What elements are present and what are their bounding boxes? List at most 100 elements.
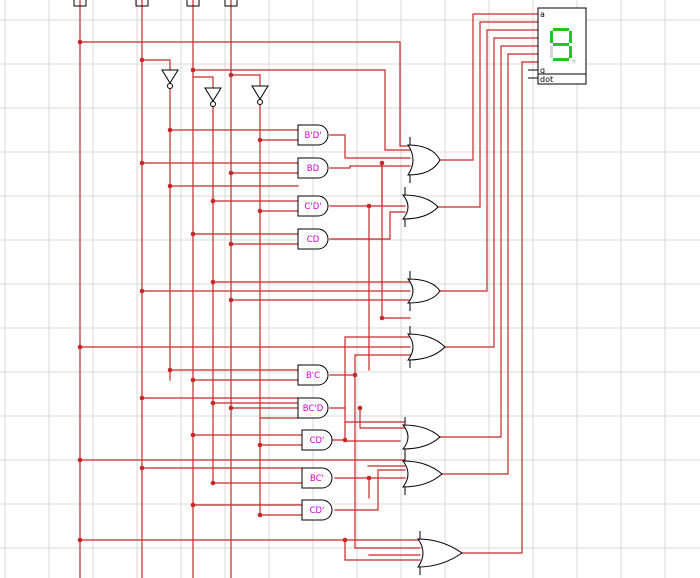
and-gate[interactable]: C'D' bbox=[297, 195, 329, 217]
and-gate-label: CD bbox=[307, 235, 320, 245]
wire-or5 bbox=[329, 407, 406, 442]
wire-and4-in bbox=[192, 233, 299, 245]
wire-junction bbox=[257, 137, 263, 143]
wire-or7 bbox=[79, 539, 421, 561]
wire-junction bbox=[228, 72, 234, 78]
wire-junction bbox=[342, 537, 348, 543]
input-pin-b-stub[interactable] bbox=[135, 0, 149, 7]
and-gate[interactable]: BC' bbox=[301, 467, 333, 489]
input-pin-d-stub[interactable] bbox=[224, 0, 238, 7]
or-gate-1[interactable] bbox=[407, 137, 441, 183]
segment-c bbox=[569, 46, 572, 58]
and-gate[interactable]: BD bbox=[297, 157, 329, 179]
wire-junction bbox=[167, 367, 173, 373]
and-gate[interactable]: CD' bbox=[301, 429, 333, 451]
and-gate-label: BD bbox=[307, 164, 320, 174]
segment-e bbox=[550, 46, 553, 58]
or-gate-6[interactable] bbox=[401, 453, 443, 495]
wire-and2-in bbox=[141, 162, 299, 174]
wire-out-b bbox=[437, 21, 539, 208]
wire-junction bbox=[228, 405, 234, 411]
inverted-bus-b[interactable] bbox=[141, 59, 171, 381]
segment-a bbox=[553, 28, 569, 31]
wire-junction bbox=[139, 57, 145, 63]
wire-junction bbox=[190, 231, 196, 237]
wire-and9-in bbox=[192, 504, 303, 516]
wire-or1 bbox=[79, 41, 411, 371]
wire-junction bbox=[210, 480, 216, 486]
wire-junction bbox=[357, 405, 363, 411]
not-gate-d[interactable] bbox=[251, 85, 269, 105]
and-gate-label: C'D' bbox=[304, 202, 321, 212]
segment-b bbox=[569, 31, 572, 43]
wire-or3 bbox=[141, 281, 411, 301]
wire-junction bbox=[257, 442, 263, 448]
segment-g bbox=[553, 43, 569, 46]
and-gate-label: CD' bbox=[310, 506, 325, 516]
segment-d bbox=[553, 58, 569, 61]
wire-out-e bbox=[439, 45, 539, 438]
wire-and3-in bbox=[169, 185, 299, 212]
wire-junction bbox=[342, 437, 348, 443]
wire-out-c bbox=[439, 29, 539, 292]
display-pin-a-label: a bbox=[540, 10, 545, 19]
not-gate-c[interactable] bbox=[204, 87, 222, 107]
and-gate[interactable]: CD' bbox=[301, 499, 333, 521]
and-gate[interactable]: B'C bbox=[297, 364, 329, 386]
wire-or4 bbox=[79, 317, 411, 549]
wire-and8-in bbox=[141, 467, 303, 484]
and-gate-label: BC' bbox=[310, 474, 324, 484]
wire-out-d bbox=[444, 37, 539, 348]
wire-junction bbox=[210, 279, 216, 285]
or-gate-5[interactable] bbox=[401, 417, 441, 457]
wire-and1-in bbox=[169, 129, 299, 141]
inverted-bus-c[interactable] bbox=[192, 76, 214, 484]
or-gate-3[interactable] bbox=[406, 271, 441, 311]
wire-junction bbox=[190, 502, 196, 508]
wire-junction bbox=[139, 160, 145, 166]
wire-and6-in bbox=[141, 397, 299, 419]
wire-junction bbox=[77, 537, 83, 543]
and-gate[interactable]: CD bbox=[297, 228, 329, 250]
input-pin-c-stub[interactable] bbox=[186, 0, 200, 7]
wire-layer bbox=[79, 0, 539, 578]
wire-junction bbox=[190, 432, 196, 438]
wire-out-f bbox=[441, 53, 539, 475]
wire-junction bbox=[77, 39, 83, 45]
input-pin-a-stub[interactable] bbox=[73, 0, 87, 7]
wire-and7-in bbox=[192, 434, 303, 446]
wire-and5-in bbox=[169, 369, 299, 381]
wire-junction bbox=[190, 67, 196, 73]
display-pin-dot-label: dot bbox=[540, 75, 553, 84]
wire-junction bbox=[210, 400, 216, 406]
wire-junction bbox=[167, 183, 173, 189]
and-gate-label: CD' bbox=[310, 436, 325, 446]
and-gate-label: BC'D bbox=[303, 404, 324, 414]
wire-junction bbox=[77, 344, 83, 350]
wire-out-g bbox=[461, 61, 539, 554]
not-gate-b[interactable] bbox=[161, 69, 179, 89]
and-gate-label: B'D' bbox=[304, 131, 321, 141]
wire-out-a bbox=[439, 13, 539, 161]
wire-junction bbox=[379, 315, 385, 321]
wire-or2 bbox=[329, 162, 406, 240]
wire-junction bbox=[139, 395, 145, 401]
or-gate-7[interactable] bbox=[417, 531, 463, 575]
inverted-bus-d[interactable] bbox=[230, 74, 261, 516]
gate-layer: B'D' BD C'D' CD B'C BC'D CD' BC' CD' bbox=[73, 0, 463, 575]
wire-junction bbox=[228, 170, 234, 176]
wire-junction bbox=[352, 372, 358, 378]
wire-junction bbox=[190, 377, 196, 383]
and-gate[interactable]: B'D' bbox=[297, 124, 329, 146]
and-gate[interactable]: BC'D bbox=[297, 397, 329, 419]
or-gate-4[interactable] bbox=[406, 326, 446, 368]
wire-junction bbox=[228, 241, 234, 247]
wire-junction bbox=[77, 457, 83, 463]
wire-junction bbox=[210, 198, 216, 204]
seven-segment-display-icon bbox=[550, 28, 576, 63]
wire-junction bbox=[257, 512, 263, 518]
or-gate-2[interactable] bbox=[401, 187, 439, 227]
